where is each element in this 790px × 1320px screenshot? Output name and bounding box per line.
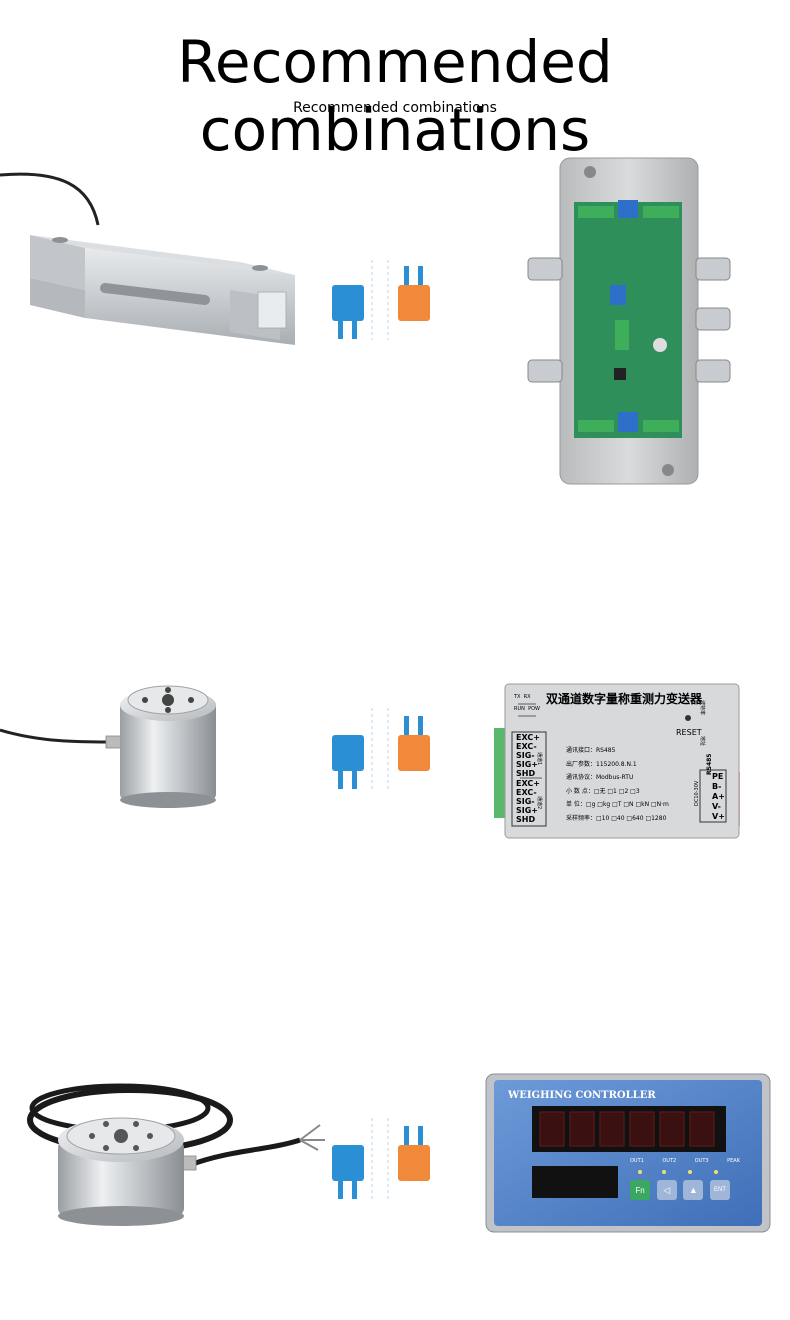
bar-load-cell	[0, 172, 295, 345]
power-label: DC10-30V	[694, 780, 700, 806]
led-tx: TX	[514, 694, 521, 700]
controller-title: WEIGHING CONTROLLER	[508, 1090, 656, 1101]
terminal: A+	[712, 792, 725, 801]
terminal: SHD	[516, 769, 536, 778]
terminal: SIG-	[516, 797, 535, 806]
connector-icon	[332, 1118, 430, 1200]
terminal: SHD	[516, 815, 536, 824]
spec-line: 通讯协议：Modbus-RTU	[566, 774, 634, 781]
ch2-terminals: EXC+ EXC- SIG- SIG+ SHD	[516, 779, 540, 824]
terminal: EXC-	[516, 788, 537, 797]
digital-transmitter	[494, 683, 740, 839]
spec-line: 小 数 点：□无 □1 □2 □3	[566, 787, 640, 795]
up-button[interactable]: ▲	[683, 1180, 704, 1200]
terminal: EXC-	[516, 742, 537, 751]
indicator-peak: PEAK	[727, 1158, 740, 1164]
weighing-controller	[485, 1073, 771, 1233]
status-leds: TX RX RUN POW	[514, 694, 544, 712]
page-title: Recommended combinations	[177, 28, 613, 164]
terminal: SIG-	[516, 751, 535, 760]
terminal: V-	[712, 802, 721, 811]
connector-icon	[332, 260, 430, 340]
spec-line: 单 位：□g □kg □T □N □kN □N·m	[566, 801, 669, 808]
spec-line: 采样频率：□10 □40 □640 □1280	[566, 814, 667, 822]
indicator-out2: OUT2	[662, 1158, 677, 1164]
rs485-label: RS485	[706, 753, 713, 775]
fn-button[interactable]: Fn	[630, 1180, 650, 1200]
coiled-load-cell	[27, 1083, 325, 1226]
junction-box	[527, 157, 731, 485]
ch2-label: 通道2	[536, 796, 542, 810]
led-rx: RX	[523, 694, 531, 700]
spec-list: 通讯接口：RS485 出厂参数：115200.8.N.1 通讯协议：Modbus…	[566, 744, 669, 825]
reset-label: RESET	[676, 728, 702, 737]
transmitter-title: 双通道数字量称重测力变送器	[546, 692, 703, 706]
indicator-out1: OUT1	[630, 1158, 644, 1164]
led-pow: POW	[528, 706, 540, 712]
terminal: B-	[712, 782, 722, 791]
controller-indicators: OUT1 OUT2 OUT3 PEAK	[630, 1158, 740, 1164]
connector-icon	[332, 708, 430, 790]
terminal: EXC+	[516, 733, 540, 742]
terminal: EXC+	[516, 779, 540, 788]
terminal: PE	[712, 772, 724, 781]
addr-label: 地址	[699, 736, 705, 747]
shift-button[interactable]: ◁	[656, 1180, 677, 1200]
ch1-terminals: EXC+ EXC- SIG- SIG+ SHD	[516, 733, 540, 778]
enter-button[interactable]: ENT	[709, 1180, 730, 1200]
controller-keypad: Fn ◁ ▲ ENT	[630, 1180, 730, 1200]
terminal: SIG+	[516, 760, 539, 769]
rs485-terminals: PE B- A+ V- V+	[712, 772, 725, 822]
led-run: RUN	[514, 706, 525, 712]
spec-line: 出厂参数：115200.8.N.1	[566, 760, 637, 768]
ch1-label: 通道1	[536, 752, 542, 766]
indicator-out3: OUT3	[694, 1158, 709, 1164]
terminal: V+	[712, 812, 725, 821]
baud-label: 波特率	[699, 700, 705, 716]
terminal: SIG+	[516, 806, 539, 815]
column-load-cell	[0, 685, 216, 808]
spec-line: 通讯接口：RS485	[566, 747, 616, 754]
page-subtitle: Recommended combinations	[293, 100, 497, 116]
